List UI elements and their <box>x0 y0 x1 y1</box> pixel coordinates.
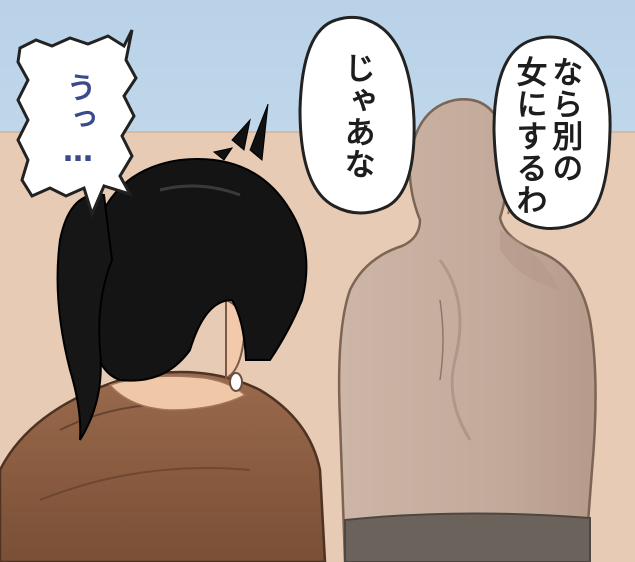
speech-line: なら別の <box>546 56 583 184</box>
speech-line: じゃあな <box>338 52 375 180</box>
speech-text-man-left: じゃあな <box>338 52 375 180</box>
speech-line: うっ… <box>60 72 96 170</box>
girl-figure <box>0 158 327 562</box>
speech-bubble-man-right <box>492 35 612 231</box>
stress-lines-icon <box>212 103 269 161</box>
girl-ponytail <box>56 193 114 441</box>
speech-line: 女にするわ <box>510 56 547 216</box>
bald-man-spine-line <box>439 299 444 381</box>
bald-man-back-shading <box>438 259 472 441</box>
bald-man-pants <box>344 512 591 562</box>
speech-bubble-man-left <box>298 15 416 215</box>
speech-text-man-right: なら別の 女にするわ <box>510 56 583 216</box>
bald-man-body <box>337 98 597 562</box>
girl-hood-fold-2 <box>39 467 251 501</box>
girl-hair-highlight <box>159 184 241 197</box>
bald-man-shoulder-shade <box>500 230 560 290</box>
girl-hair <box>91 158 308 382</box>
girl-neck <box>108 375 247 411</box>
speech-text-girl: うっ… <box>60 72 96 170</box>
sweat-drop-icon <box>229 372 243 392</box>
speech-bubble-girl <box>16 29 138 219</box>
